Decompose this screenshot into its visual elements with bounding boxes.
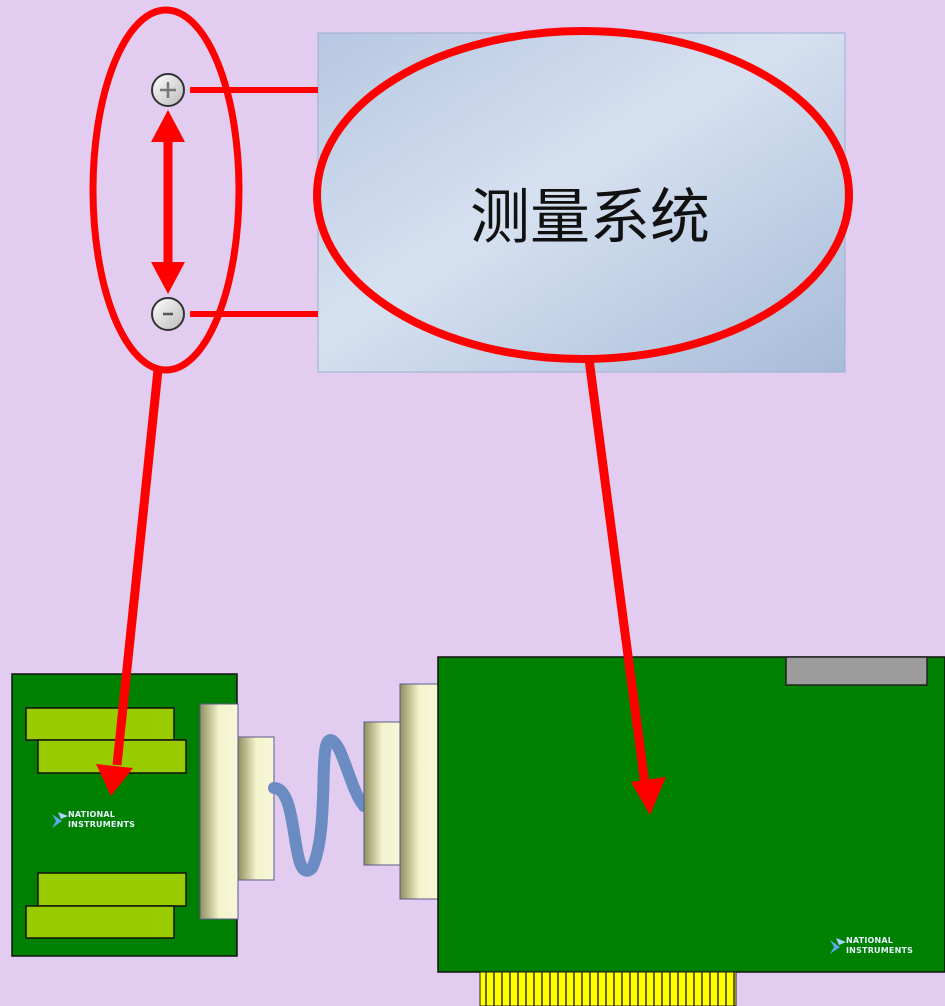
pci-edge-connector [479, 971, 737, 1006]
measurement-system-box [317, 32, 846, 373]
board-slot [25, 707, 175, 741]
daq-bracket [785, 656, 928, 686]
right-connector-inner [363, 721, 401, 866]
system-highlight-ellipse [313, 27, 853, 363]
voltage-double-arrow [151, 110, 185, 294]
minus-circle-icon [151, 297, 185, 331]
daq-board [437, 656, 945, 1006]
system-to-daq-arrow [584, 358, 666, 815]
plus-circle-icon [151, 73, 185, 107]
left-connector-outer [199, 703, 239, 920]
right-connector-outer [399, 683, 439, 900]
ni-logo-right: NATIONAL INSTRUMENTS [830, 936, 945, 960]
ni-eagle-logo-icon [52, 812, 68, 828]
ni-logo-text: NATIONAL INSTRUMENTS [846, 936, 914, 955]
ribbon-cable [268, 733, 370, 877]
ni-logo-left: NATIONAL INSTRUMENTS [52, 810, 172, 834]
terminals-highlight-ellipse [89, 6, 243, 374]
board-slot [25, 905, 175, 939]
ni-eagle-logo-icon [830, 938, 846, 954]
ni-logo-text: NATIONAL INSTRUMENTS [68, 810, 136, 829]
board-slot [37, 872, 187, 907]
terminals-to-board-arrow [96, 369, 163, 796]
left-connector-inner [237, 736, 275, 881]
